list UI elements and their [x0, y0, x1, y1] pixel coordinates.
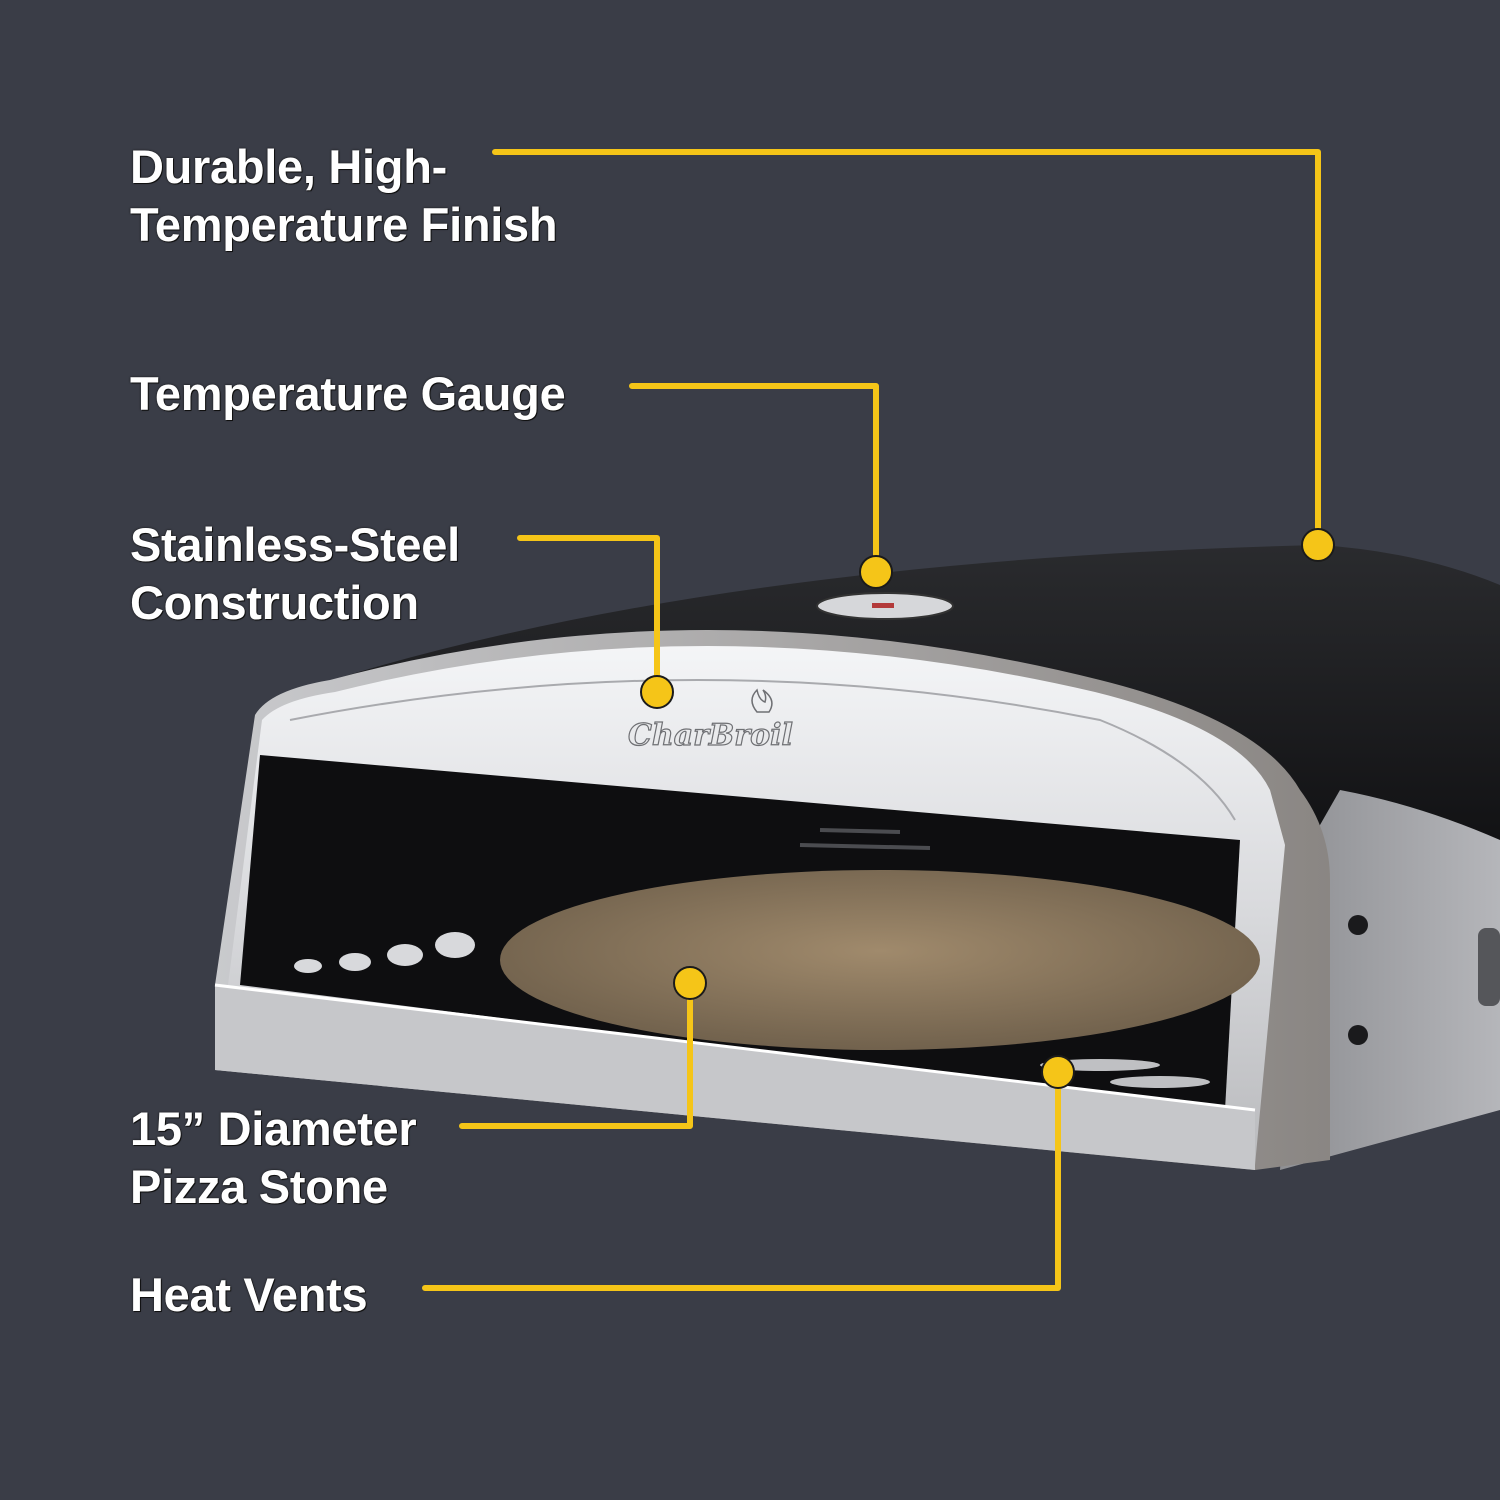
- dot-gauge-icon: [859, 555, 893, 589]
- callout-heat-vents: Heat Vents: [130, 1268, 368, 1321]
- dot-stone-icon: [673, 966, 707, 1000]
- dot-vents-icon: [1041, 1055, 1075, 1089]
- leader-steel: [517, 535, 660, 695]
- dot-steel-icon: [640, 675, 674, 709]
- leader-vents: [422, 1069, 1061, 1291]
- callout-temperature-gauge: Temperature Gauge: [130, 367, 566, 420]
- callout-pizza-stone: 15” Diameter Pizza Stone: [130, 1102, 417, 1213]
- callout-stainless-steel: Stainless-Steel Construction: [130, 518, 460, 629]
- leader-gauge: [629, 383, 879, 575]
- callout-finish: Durable, High- Temperature Finish: [130, 140, 558, 251]
- leader-finish: [492, 149, 1321, 548]
- brand-logo: CharBroil: [628, 718, 793, 753]
- leader-stone: [459, 980, 693, 1129]
- dot-finish-icon: [1301, 528, 1335, 562]
